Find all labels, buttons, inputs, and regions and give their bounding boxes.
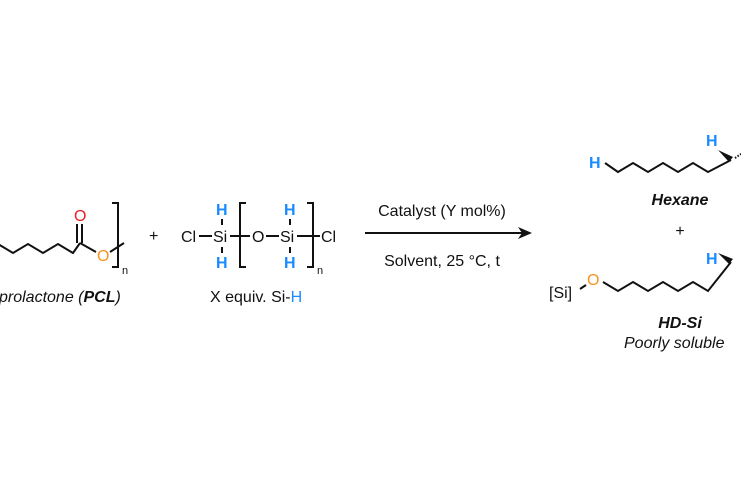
hexane-structure: H H	[589, 133, 741, 174]
hd-si-label: HD-Si	[658, 315, 702, 332]
h-top-1: H	[216, 202, 228, 219]
siloxane-subscript: n	[317, 265, 323, 277]
left-bracket	[239, 202, 246, 268]
h-terminal: H	[589, 155, 601, 172]
solvent-condition: Solvent, 25 °C, t	[384, 253, 500, 270]
right-bracket	[307, 202, 314, 268]
h-stereo: H	[706, 133, 718, 150]
siloxane-label: X equiv. Si-H	[210, 289, 302, 306]
arrowhead	[518, 227, 532, 239]
hashed-bond	[734, 153, 741, 159]
h-bottom-1: H	[216, 255, 228, 272]
si-2: Si	[280, 229, 294, 246]
silicon-group: [Si]	[549, 285, 572, 302]
bridging-oxygen: O	[252, 229, 264, 246]
hexane-chain	[604, 159, 732, 174]
h-top-2: H	[284, 202, 296, 219]
hd-si-note: Poorly soluble	[624, 335, 725, 352]
plus-sign: +	[149, 228, 158, 245]
pcl-bracket	[112, 202, 119, 268]
cl-right: Cl	[321, 229, 336, 246]
siloxane-structure: Cl Si H H O Si H H Cl n	[181, 202, 336, 277]
hexane-label: Hexane	[652, 192, 709, 209]
pcl-structure: O O n	[0, 202, 128, 277]
bond	[579, 284, 587, 290]
ester-bond	[79, 242, 97, 253]
pcl-chain	[0, 242, 81, 255]
wedge-bond	[718, 253, 733, 264]
wedge-bond	[718, 150, 733, 162]
h-bottom-2: H	[284, 255, 296, 272]
catalyst-condition: Catalyst (Y mol%)	[378, 203, 506, 220]
ether-oxygen: O	[587, 272, 599, 289]
pcl-subscript: n	[122, 265, 128, 277]
cl-left: Cl	[181, 229, 196, 246]
hd-si-chain	[602, 261, 732, 293]
plus-sign-products: +	[675, 223, 684, 240]
hd-si-structure: [Si] O H	[549, 251, 733, 302]
h-stereo: H	[706, 251, 718, 268]
ester-oxygen: O	[97, 248, 109, 265]
carbonyl-oxygen: O	[74, 208, 86, 225]
si-1: Si	[213, 229, 227, 246]
pcl-label: prolactone (PCL)	[0, 289, 121, 306]
